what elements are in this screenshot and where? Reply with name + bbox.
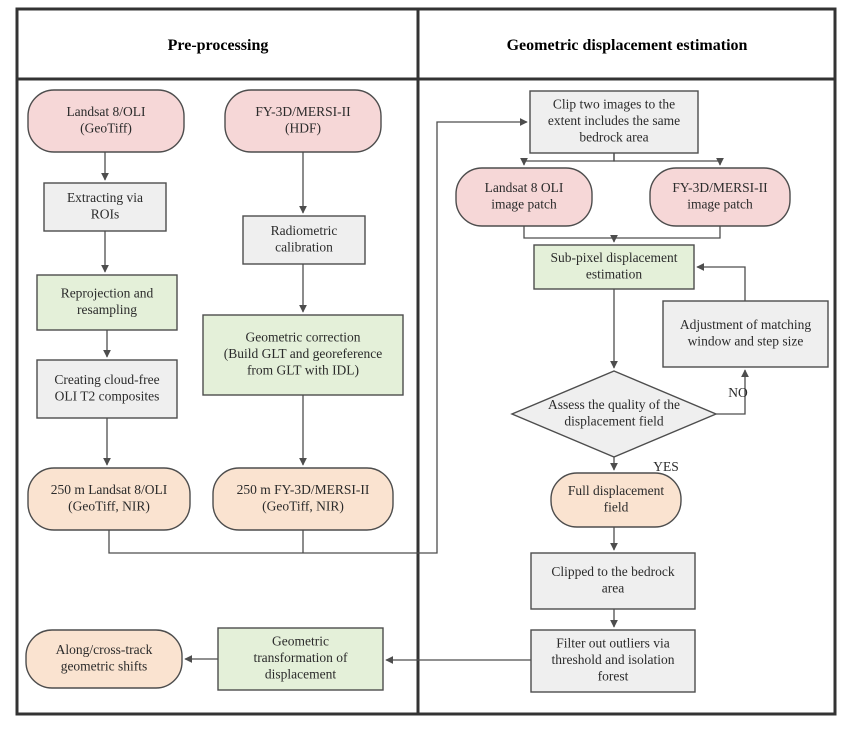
node-landsat-source[interactable]: Landsat 8/OLI(GeoTiff) bbox=[27, 89, 185, 153]
node-label-clip-two-images: Clip two images to the bbox=[553, 97, 675, 112]
node-label-geometric-transform: transformation of bbox=[253, 650, 348, 665]
node-fy3d-250m[interactable]: 250 m FY-3D/MERSI-II(GeoTiff, NIR) bbox=[212, 467, 394, 531]
node-label-landsat-250m: 250 m Landsat 8/OLI bbox=[51, 482, 168, 497]
node-label-clip-two-images: bedrock area bbox=[579, 130, 648, 145]
node-label-fy3d-patch: image patch bbox=[687, 196, 753, 211]
node-shape-adjustment-window bbox=[662, 300, 829, 368]
lane-title-preprocessing: Pre-processing bbox=[168, 37, 269, 54]
node-label-geometric-transform: displacement bbox=[265, 667, 336, 682]
node-shape-fy3d-source bbox=[224, 89, 382, 153]
node-label-filter-outliers: Filter out outliers via bbox=[556, 636, 670, 651]
node-label-extracting-rois: ROIs bbox=[91, 206, 120, 221]
node-label-geometric-correction: from GLT with IDL) bbox=[247, 363, 359, 378]
node-label-fy3d-250m: (GeoTiff, NIR) bbox=[262, 498, 344, 513]
node-label-radiometric-cal: Radiometric bbox=[271, 223, 338, 238]
node-label-geometric-transform: Geometric bbox=[272, 634, 329, 649]
node-shape-geometric-transform bbox=[217, 627, 384, 691]
node-shape-extracting-rois bbox=[43, 182, 167, 232]
node-shape-filter-outliers bbox=[530, 629, 696, 693]
node-label-adjustment-window: window and step size bbox=[688, 333, 804, 348]
node-label-reprojection: resampling bbox=[77, 302, 137, 317]
node-shape-landsat-250m bbox=[27, 467, 191, 531]
node-label-filter-outliers: forest bbox=[598, 669, 629, 684]
node-label-along-cross-track: geometric shifts bbox=[61, 658, 148, 673]
node-label-clipped-bedrock: area bbox=[602, 580, 624, 595]
node-shape-landsat-source bbox=[27, 89, 185, 153]
node-label-assess-quality: displacement field bbox=[564, 413, 664, 428]
node-label-landsat-source: Landsat 8/OLI bbox=[66, 104, 146, 119]
lane-title-geometric: Geometric displacement estimation bbox=[507, 37, 748, 54]
node-fy3d-source[interactable]: FY-3D/MERSI-II(HDF) bbox=[224, 89, 382, 153]
node-shape-fy3d-250m bbox=[212, 467, 394, 531]
node-shape-clipped-bedrock bbox=[530, 552, 696, 610]
node-label-subpixel-estimation: Sub-pixel displacement bbox=[550, 250, 677, 265]
node-shape-fy3d-patch bbox=[649, 167, 791, 227]
node-label-fy3d-source: (HDF) bbox=[285, 120, 321, 135]
edge-fy3d-patch-to-subpixel bbox=[610, 226, 721, 243]
edge-adjustment-to-subpixel bbox=[696, 263, 746, 301]
edge-clip-to-landsat-patch bbox=[520, 153, 615, 166]
edge-250m-merge-to-clip bbox=[108, 118, 528, 554]
node-label-full-displacement: Full displacement bbox=[568, 483, 665, 498]
edge-assess-no-to-adjustment bbox=[716, 369, 749, 415]
node-label-fy3d-patch: FY-3D/MERSI-II bbox=[672, 180, 768, 195]
node-label-clip-two-images: extent includes the same bbox=[548, 113, 680, 128]
node-label-assess-quality: Assess the quality of the bbox=[548, 397, 680, 412]
edge-landsat-patch-to-subpixel bbox=[523, 226, 614, 239]
node-label-radiometric-cal: calibration bbox=[275, 239, 333, 254]
node-shape-full-displacement bbox=[550, 472, 682, 528]
node-label-fy3d-source: FY-3D/MERSI-II bbox=[255, 104, 351, 119]
edge-label-no: NO bbox=[728, 385, 748, 400]
node-shape-reprojection bbox=[36, 274, 178, 331]
node-landsat-250m[interactable]: 250 m Landsat 8/OLI(GeoTiff, NIR) bbox=[27, 467, 191, 531]
node-label-along-cross-track: Along/cross-track bbox=[56, 642, 153, 657]
node-label-clipped-bedrock: Clipped to the bedrock bbox=[551, 564, 675, 579]
node-label-fy3d-250m: 250 m FY-3D/MERSI-II bbox=[237, 482, 370, 497]
diagram-outer-frame bbox=[15, 7, 837, 716]
node-label-reprojection: Reprojection and bbox=[61, 285, 154, 300]
node-shape-assess-quality bbox=[510, 370, 718, 458]
node-label-full-displacement: field bbox=[604, 499, 629, 514]
node-shape-clip-two-images bbox=[529, 90, 699, 154]
node-label-geometric-correction: (Build GLT and georeference bbox=[224, 346, 383, 361]
node-label-cloud-free: Creating cloud-free bbox=[54, 372, 159, 387]
node-label-adjustment-window: Adjustment of matching bbox=[680, 317, 811, 332]
node-shape-along-cross-track bbox=[25, 629, 183, 689]
node-label-cloud-free: OLI T2 composites bbox=[55, 388, 160, 403]
node-geometric-correction[interactable]: Geometric correction(Build GLT and geore… bbox=[202, 314, 404, 396]
edge-clip-to-fy3d-patch bbox=[613, 153, 724, 166]
edge-label-yes: YES bbox=[653, 459, 679, 474]
node-shape-cloud-free bbox=[36, 359, 178, 419]
node-label-landsat-patch: image patch bbox=[491, 196, 557, 211]
node-label-landsat-patch: Landsat 8 OLI bbox=[485, 180, 564, 195]
node-layer: Landsat 8/OLI(GeoTiff)FY-3D/MERSI-II(HDF… bbox=[25, 89, 829, 693]
node-shape-subpixel-estimation bbox=[533, 244, 695, 290]
node-label-filter-outliers: threshold and isolation bbox=[552, 652, 675, 667]
node-label-extracting-rois: Extracting via bbox=[67, 190, 143, 205]
node-shape-radiometric-cal bbox=[242, 215, 366, 265]
node-label-subpixel-estimation: estimation bbox=[586, 266, 642, 281]
node-shape-geometric-correction bbox=[202, 314, 404, 396]
node-label-landsat-source: (GeoTiff) bbox=[80, 120, 132, 135]
node-reprojection[interactable]: Reprojection and resampling bbox=[36, 274, 178, 331]
node-label-landsat-250m: (GeoTiff, NIR) bbox=[68, 498, 150, 513]
node-shape-landsat-patch bbox=[455, 167, 593, 227]
node-label-geometric-correction: Geometric correction bbox=[245, 330, 360, 345]
